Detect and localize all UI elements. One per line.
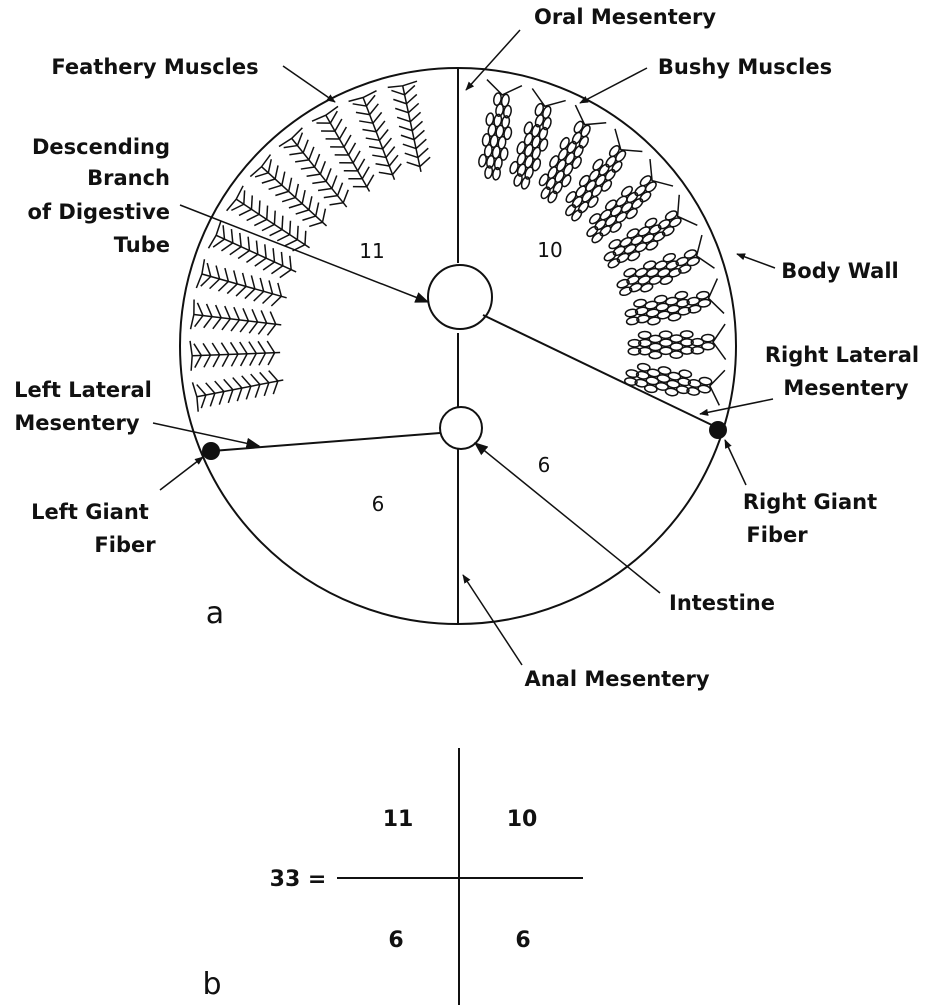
feathery-muscle	[388, 81, 430, 172]
svg-text:Fiber: Fiber	[746, 523, 808, 547]
panel-b-lower-left: 6	[388, 928, 403, 953]
svg-text:Right Lateral: Right Lateral	[765, 343, 919, 367]
feathery-muscle	[227, 186, 310, 251]
bushy-muscle	[628, 324, 725, 360]
feathery-muscles-group	[190, 81, 430, 412]
right-giant-fiber-dot	[709, 421, 727, 439]
panel-b-lower-right: 6	[515, 928, 530, 953]
panel-b: 33 = 11 10 6 6 b	[202, 748, 583, 1005]
label-oral-mesentery: Oral Mesentery	[534, 5, 716, 29]
svg-text:Left Lateral: Left Lateral	[14, 378, 152, 402]
svg-text:Mesentery: Mesentery	[14, 411, 139, 435]
arrow-left-lateral-mesentery	[153, 423, 259, 446]
bushy-muscle	[625, 279, 724, 326]
label-feathery-muscles: Feathery Muscles	[51, 55, 258, 79]
label-left-giant-fiber: Left Giant Fiber	[31, 500, 156, 557]
arrow-right-giant-fiber	[725, 440, 746, 485]
bushy-muscles-group	[478, 80, 726, 406]
svg-text:Tube: Tube	[114, 233, 170, 257]
left-giant-fiber-dot	[202, 442, 220, 460]
label-descending-branch: Descending Branch of Digestive Tube	[28, 135, 170, 257]
arrow-body-wall	[737, 254, 775, 268]
arrow-left-giant-fiber	[160, 457, 203, 490]
panel-b-upper-right: 10	[507, 807, 538, 832]
svg-text:Fiber: Fiber	[94, 533, 156, 557]
feathery-muscle	[192, 371, 283, 412]
arrow-right-lateral-mesentery	[700, 399, 773, 414]
feathery-muscle	[191, 299, 282, 335]
label-left-lateral-mesentery: Left Lateral Mesentery	[14, 378, 152, 435]
left-lateral-mesentery-line	[212, 433, 440, 451]
arrow-intestine	[475, 443, 660, 593]
quadrant-upper-right: 10	[537, 238, 562, 262]
quadrant-lower-left: 6	[372, 492, 385, 516]
label-bushy-muscles: Bushy Muscles	[658, 55, 832, 79]
panel-a: 11 10 6 6 Oral Mesentery Feathery Muscle…	[14, 5, 919, 691]
panel-b-letter: b	[202, 967, 221, 1002]
bushy-muscle	[538, 105, 607, 204]
arrow-bushy-muscles	[580, 68, 647, 103]
panel-b-equation-prefix: 33 =	[270, 867, 327, 892]
feathery-muscle	[196, 259, 286, 306]
panel-a-letter: a	[206, 596, 224, 631]
svg-text:of Digestive: of Digestive	[28, 200, 170, 224]
panel-b-upper-left: 11	[383, 807, 414, 832]
quadrant-upper-left: 11	[359, 239, 384, 263]
svg-text:Left Giant: Left Giant	[31, 500, 149, 524]
svg-text:Mesentery: Mesentery	[783, 376, 908, 400]
arrow-anal-mesentery	[463, 575, 522, 665]
label-body-wall: Body Wall	[781, 259, 898, 283]
feathery-muscle	[190, 341, 280, 371]
svg-text:Branch: Branch	[87, 166, 170, 190]
arrow-feathery-muscles	[283, 66, 335, 102]
label-right-lateral-mesentery: Right Lateral Mesentery	[765, 343, 919, 400]
bushy-muscle	[478, 80, 522, 181]
svg-text:Right Giant: Right Giant	[743, 490, 877, 514]
descending-branch-circle	[428, 265, 492, 329]
feathery-muscle	[312, 106, 374, 191]
label-anal-mesentery: Anal Mesentery	[524, 667, 709, 691]
arrow-oral-mesentery	[466, 30, 520, 90]
bushy-muscle	[624, 363, 725, 406]
svg-text:Descending: Descending	[32, 135, 170, 159]
label-right-giant-fiber: Right Giant Fiber	[743, 490, 877, 547]
quadrant-lower-right: 6	[538, 453, 551, 477]
feathery-muscle	[349, 91, 402, 180]
label-intestine: Intestine	[669, 591, 775, 615]
